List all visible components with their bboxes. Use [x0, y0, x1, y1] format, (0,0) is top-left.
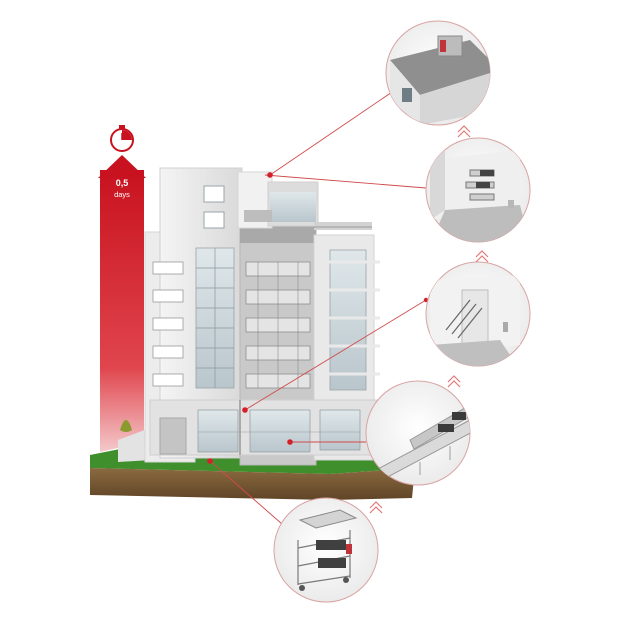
chevron-up-icon: [447, 375, 461, 388]
soil: [90, 468, 415, 500]
top-value-label: 0,5: [116, 178, 129, 188]
timeline-arrow: [98, 155, 146, 452]
top-unit-label: days: [114, 190, 130, 199]
progress-chevrons: [369, 125, 489, 514]
arrow-head: [98, 155, 146, 178]
leader-lines: [209, 87, 427, 525]
stage-conveyor-detail: [365, 380, 471, 486]
stage-rooftop-detail: [385, 20, 491, 126]
arrow-shaft: [100, 170, 144, 452]
chevron-up-icon: [369, 501, 383, 514]
stage-cart-detail: [273, 497, 379, 603]
building: [144, 167, 381, 466]
stage-room-rack-detail: [425, 137, 531, 243]
stage-hallway-detail: [425, 261, 531, 367]
chevron-up-icon: [457, 125, 471, 138]
stopwatch-icon: [110, 125, 134, 152]
chevron-up-icon: [475, 250, 489, 263]
